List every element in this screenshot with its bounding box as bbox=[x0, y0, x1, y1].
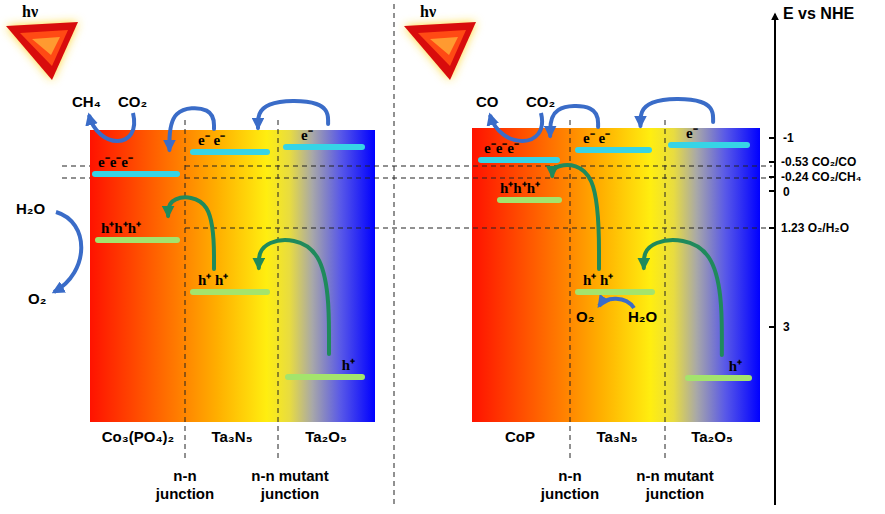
axis-tick-label: 3 bbox=[783, 320, 790, 334]
axis-tick-label: -0.24 CO₂/CH₄ bbox=[781, 170, 861, 184]
band-level: e⁻e⁻e⁻ bbox=[478, 138, 560, 163]
band-level: h⁺ bbox=[285, 355, 365, 380]
carrier-text: e⁻ bbox=[283, 125, 365, 144]
light-label: hν bbox=[22, 2, 38, 21]
carrier-text: h⁺ h⁺ bbox=[575, 270, 655, 289]
carrier-text: h⁺ h⁺ bbox=[190, 270, 270, 289]
band-bar bbox=[668, 142, 750, 148]
band-level: h⁺ bbox=[685, 356, 752, 381]
species-label: CO₂ bbox=[526, 93, 555, 111]
carrier-text: e⁻ e⁻ bbox=[575, 128, 652, 147]
band-level: e⁻ e⁻ bbox=[190, 130, 270, 155]
band-bar bbox=[190, 149, 270, 155]
band-level: e⁻ e⁻ bbox=[575, 128, 652, 153]
reaction-arrows bbox=[54, 113, 634, 308]
carrier-text: h⁺ bbox=[285, 355, 365, 374]
band-level: e⁻ bbox=[668, 123, 750, 148]
species-label: O₂ bbox=[576, 308, 594, 326]
band-bar bbox=[497, 197, 562, 203]
material-label: Ta₃N₅ bbox=[596, 428, 637, 446]
axis-title: E vs NHE bbox=[783, 4, 854, 23]
material-label: Ta₃N₅ bbox=[211, 428, 252, 446]
axis-tick-label: 0 bbox=[783, 185, 790, 199]
carrier-text: h⁺ bbox=[685, 356, 752, 375]
light-icon bbox=[6, 22, 78, 80]
material-label: Ta₂O₅ bbox=[691, 428, 733, 446]
species-label: H₂O bbox=[16, 200, 45, 218]
transfer-arrow bbox=[168, 197, 214, 269]
junction-label: n-n mutant junction bbox=[244, 467, 336, 503]
axis-tick-label: -1 bbox=[783, 131, 794, 145]
transfer-arrow bbox=[259, 240, 329, 354]
species-label: O₂ bbox=[28, 290, 46, 308]
band-level: e⁻ bbox=[283, 125, 365, 150]
light-label: hν bbox=[420, 2, 436, 21]
transfer-arrow bbox=[644, 240, 722, 355]
band-bar bbox=[190, 289, 270, 295]
band-level: h⁺ h⁺ bbox=[575, 270, 655, 295]
dashed-guides bbox=[62, 4, 772, 508]
carrier-text: e⁻e⁻e⁻ bbox=[92, 152, 180, 171]
band-bar bbox=[285, 374, 365, 380]
band-bar bbox=[283, 144, 365, 150]
band-level: h⁺h⁺h⁺ bbox=[497, 178, 562, 203]
axis-tick-label: 1.23 O₂/H₂O bbox=[781, 221, 849, 235]
junction-label: n-n junction bbox=[537, 467, 603, 503]
light-icon bbox=[404, 22, 476, 80]
band-panel bbox=[90, 130, 375, 422]
transfer-arrow bbox=[552, 165, 599, 269]
junction-label: n-n junction bbox=[152, 467, 218, 503]
carrier-text: e⁻e⁻e⁻ bbox=[478, 138, 560, 157]
transfer-arrow bbox=[640, 99, 713, 126]
species-label: CO bbox=[476, 93, 499, 111]
transfer-arrow bbox=[258, 101, 328, 128]
band-bar bbox=[92, 171, 180, 177]
band-bar bbox=[575, 147, 652, 153]
species-label: CH₄ bbox=[72, 93, 101, 111]
junction-label: n-n mutant junction bbox=[629, 467, 721, 503]
axis-tick-label: -0.53 CO₂/CO bbox=[781, 155, 856, 169]
energy-axis bbox=[769, 14, 775, 505]
material-label: Ta₂O₅ bbox=[305, 428, 347, 446]
band-bar bbox=[575, 289, 655, 295]
band-level: e⁻e⁻e⁻ bbox=[92, 152, 180, 177]
species-label: CO₂ bbox=[118, 93, 147, 111]
band-panel bbox=[472, 128, 760, 422]
carrier-text: e⁻ e⁻ bbox=[190, 130, 270, 149]
carrier-text: h⁺h⁺h⁺ bbox=[95, 218, 180, 237]
band-level: h⁺h⁺h⁺ bbox=[95, 218, 180, 243]
species-label: H₂O bbox=[628, 308, 657, 326]
carrier-text: e⁻ bbox=[668, 123, 750, 142]
band-bar bbox=[685, 375, 752, 381]
carrier-text: h⁺h⁺h⁺ bbox=[497, 178, 562, 197]
band-level: h⁺ h⁺ bbox=[190, 270, 270, 295]
band-bar bbox=[95, 237, 180, 243]
material-label: CoP bbox=[505, 428, 535, 446]
material-label: Co₃(PO₄)₂ bbox=[102, 428, 174, 446]
band-bar bbox=[478, 157, 560, 163]
